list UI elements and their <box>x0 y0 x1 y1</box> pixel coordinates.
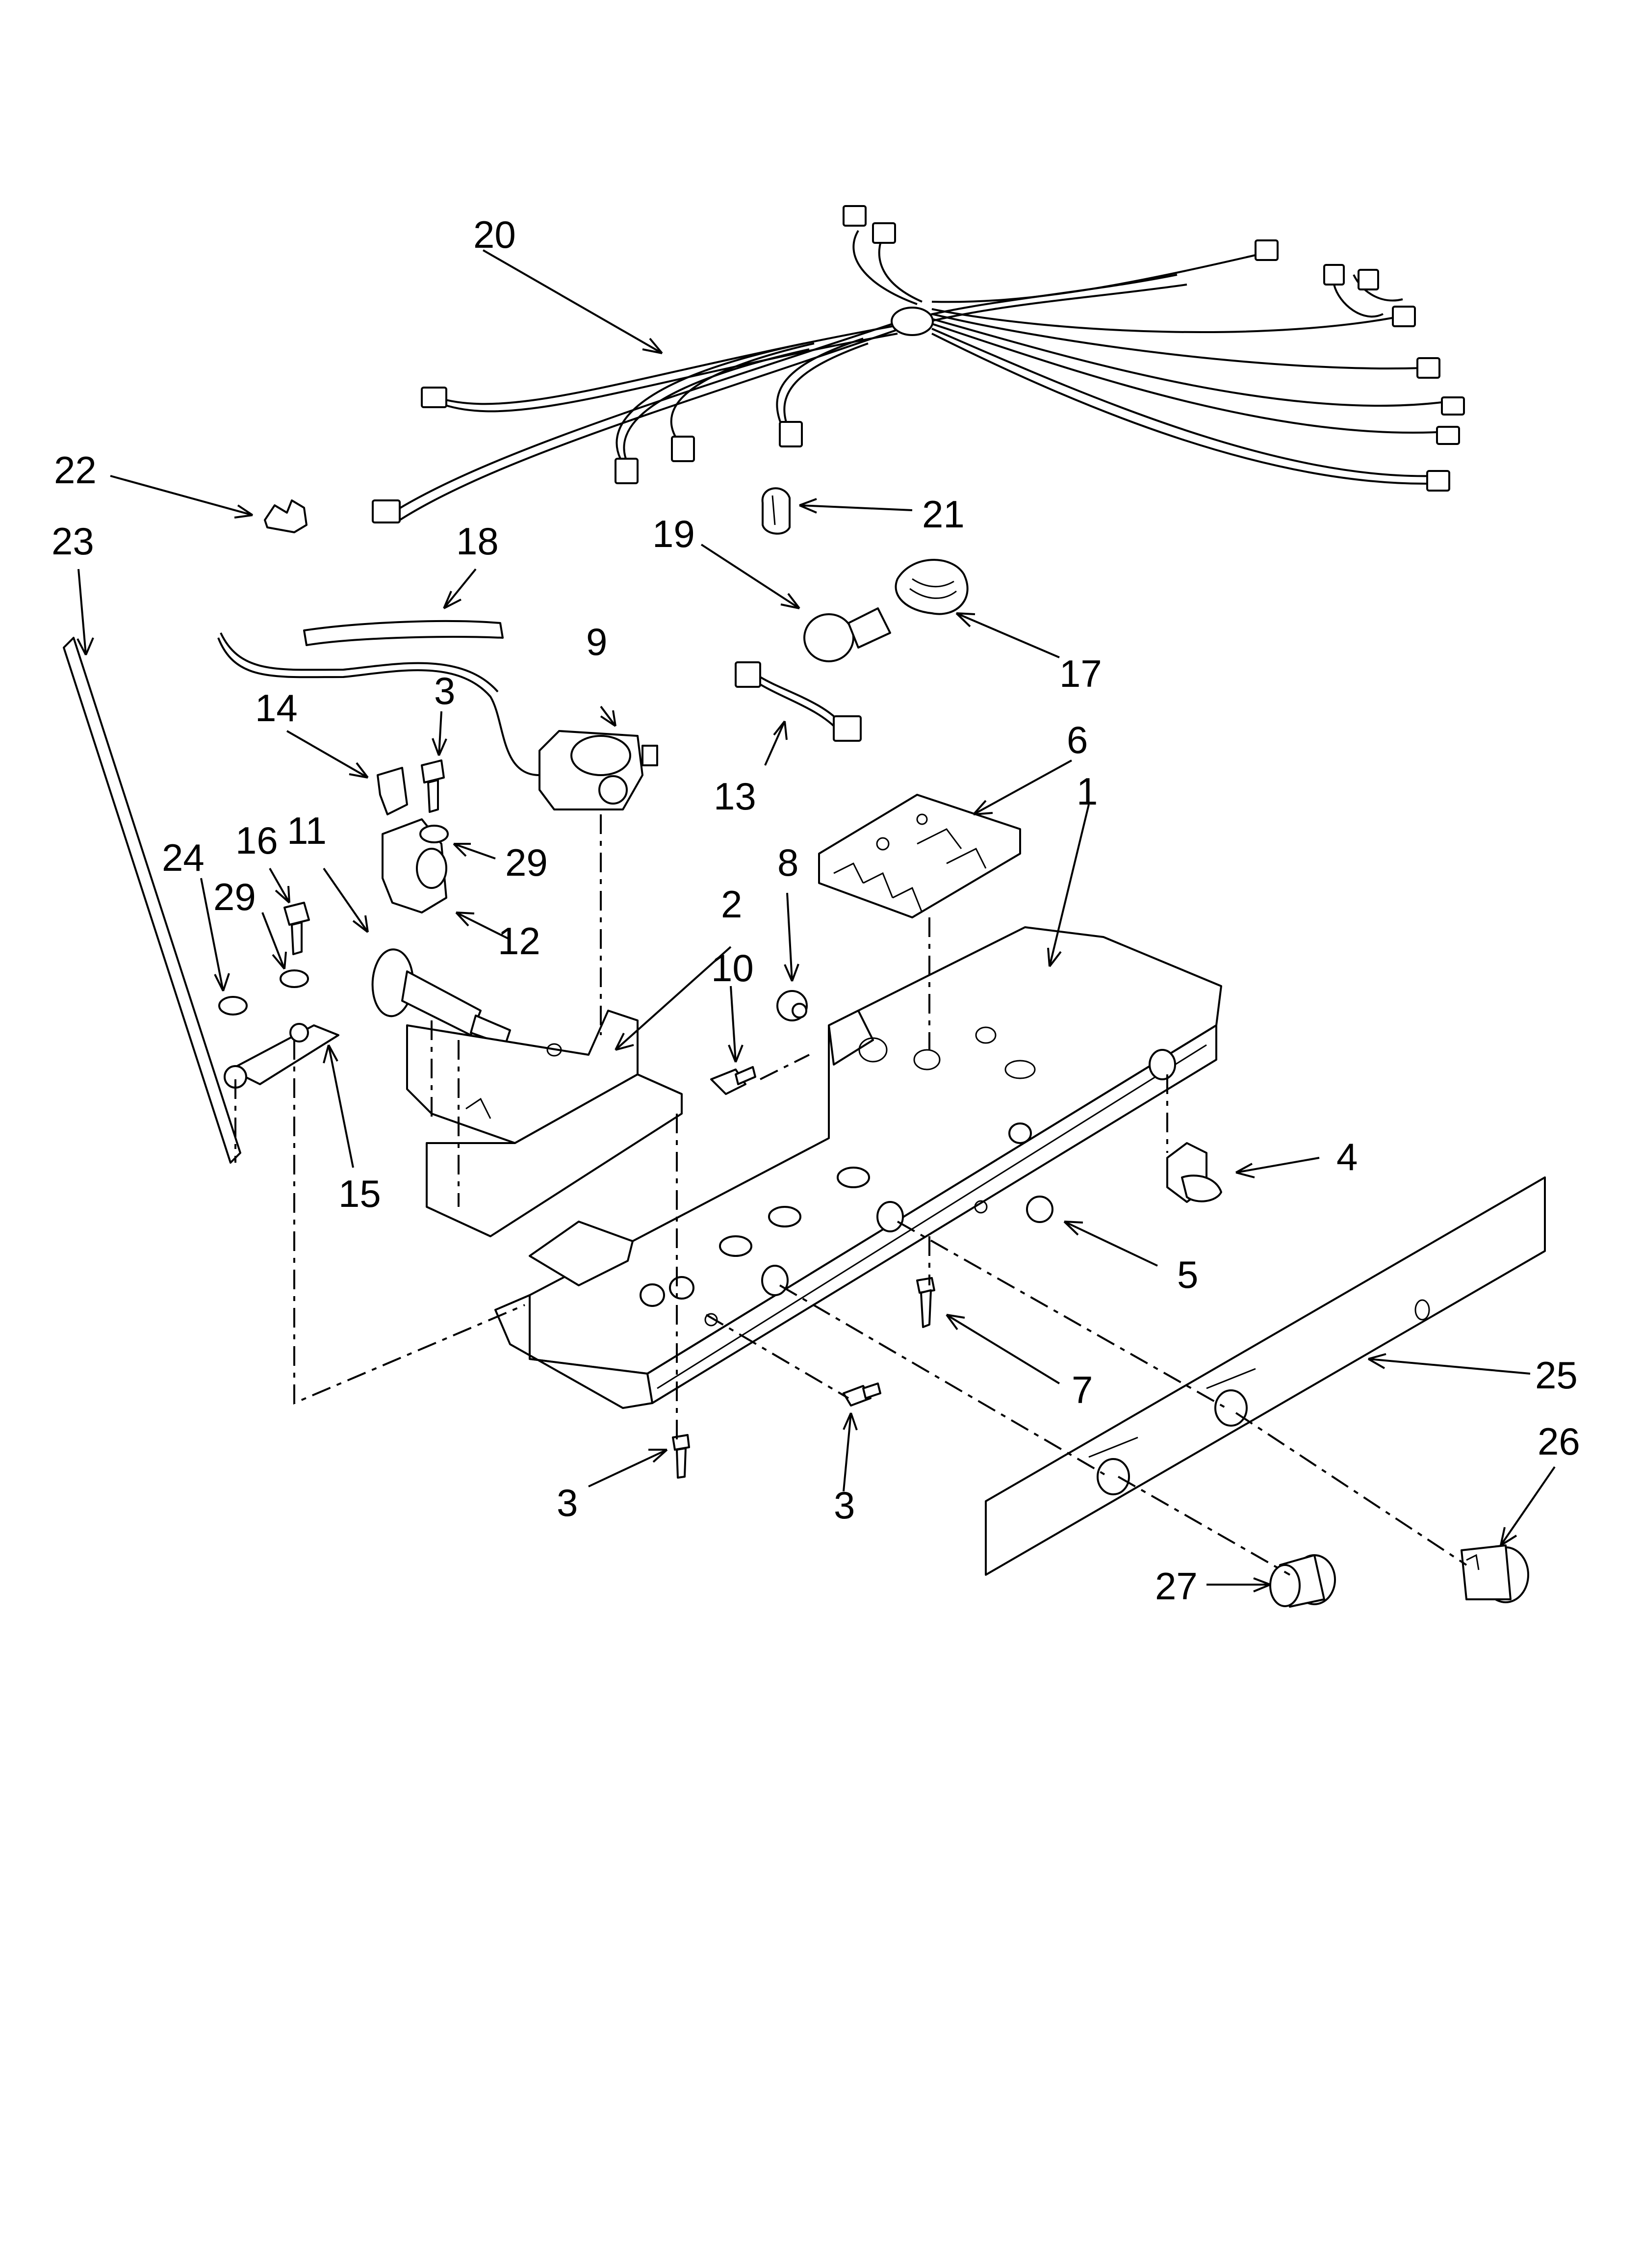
label-24: 24 <box>162 836 205 879</box>
label-3-left: 3 <box>557 1481 578 1524</box>
label-8: 8 <box>777 841 798 884</box>
label-15: 15 <box>338 1172 381 1215</box>
label-29-left: 29 <box>213 875 256 918</box>
wire-harness <box>372 205 1465 523</box>
label-22: 22 <box>54 448 97 492</box>
label-7: 7 <box>1072 1368 1093 1411</box>
bracket-2 <box>406 1010 683 1237</box>
housing-1 <box>494 926 1222 1409</box>
switch-4 <box>1166 1142 1222 1203</box>
label-11: 11 <box>287 809 327 852</box>
thermostat-9 <box>539 730 658 810</box>
label-26: 26 <box>1538 1420 1580 1463</box>
callout-labels: 20 22 23 18 19 21 17 9 3 14 13 6 1 29 16… <box>51 213 1580 1608</box>
light-bulb-19 <box>803 607 891 662</box>
label-13: 13 <box>714 775 756 818</box>
label-29-top: 29 <box>505 841 548 884</box>
label-3-mid: 3 <box>834 1484 855 1527</box>
harness-13 <box>735 661 862 742</box>
label-25: 25 <box>1535 1354 1578 1397</box>
label-3-top: 3 <box>434 669 455 712</box>
screw-10 <box>710 1066 756 1095</box>
screw-3a <box>421 759 445 813</box>
washer-24 <box>218 996 248 1016</box>
panel-25 <box>985 1176 1546 1576</box>
lever-15 <box>224 1023 339 1089</box>
rod-23 <box>63 637 241 1164</box>
knob-26 <box>1461 1544 1529 1603</box>
control-wire-14 <box>217 632 540 776</box>
light-socket-17 <box>895 559 969 615</box>
clip-14 <box>377 767 408 815</box>
label-23: 23 <box>51 520 94 563</box>
plug-8 <box>776 990 808 1021</box>
label-27: 27 <box>1155 1564 1198 1608</box>
sensor-tube-18 <box>303 620 504 646</box>
knob-27 <box>1269 1554 1336 1608</box>
label-6: 6 <box>1067 718 1088 761</box>
knob-shaft-11 <box>371 948 511 1046</box>
washer-29a <box>419 825 449 843</box>
label-17: 17 <box>1059 652 1102 695</box>
screw-3c <box>843 1382 881 1407</box>
label-18: 18 <box>456 520 499 563</box>
label-16: 16 <box>235 819 278 862</box>
label-4: 4 <box>1336 1135 1358 1178</box>
assembly-lines <box>234 814 1467 1576</box>
label-2: 2 <box>721 883 742 926</box>
clip-22 <box>264 499 308 533</box>
label-20: 20 <box>473 213 516 256</box>
label-19: 19 <box>652 512 695 555</box>
label-9: 9 <box>586 620 607 663</box>
light-5 <box>1026 1196 1053 1223</box>
screw-16 <box>283 902 310 955</box>
label-21: 21 <box>922 493 965 536</box>
light-socket-21 <box>761 487 791 535</box>
label-10: 10 <box>711 946 754 990</box>
label-5: 5 <box>1177 1253 1198 1296</box>
screw-3b <box>672 1434 690 1479</box>
callout-arrows <box>77 249 1556 1592</box>
label-1: 1 <box>1077 770 1098 813</box>
washer-29b <box>280 969 309 988</box>
label-12: 12 <box>498 919 540 963</box>
screw-7 <box>916 1277 935 1328</box>
label-14: 14 <box>255 686 298 730</box>
control-board-6 <box>818 794 1021 918</box>
